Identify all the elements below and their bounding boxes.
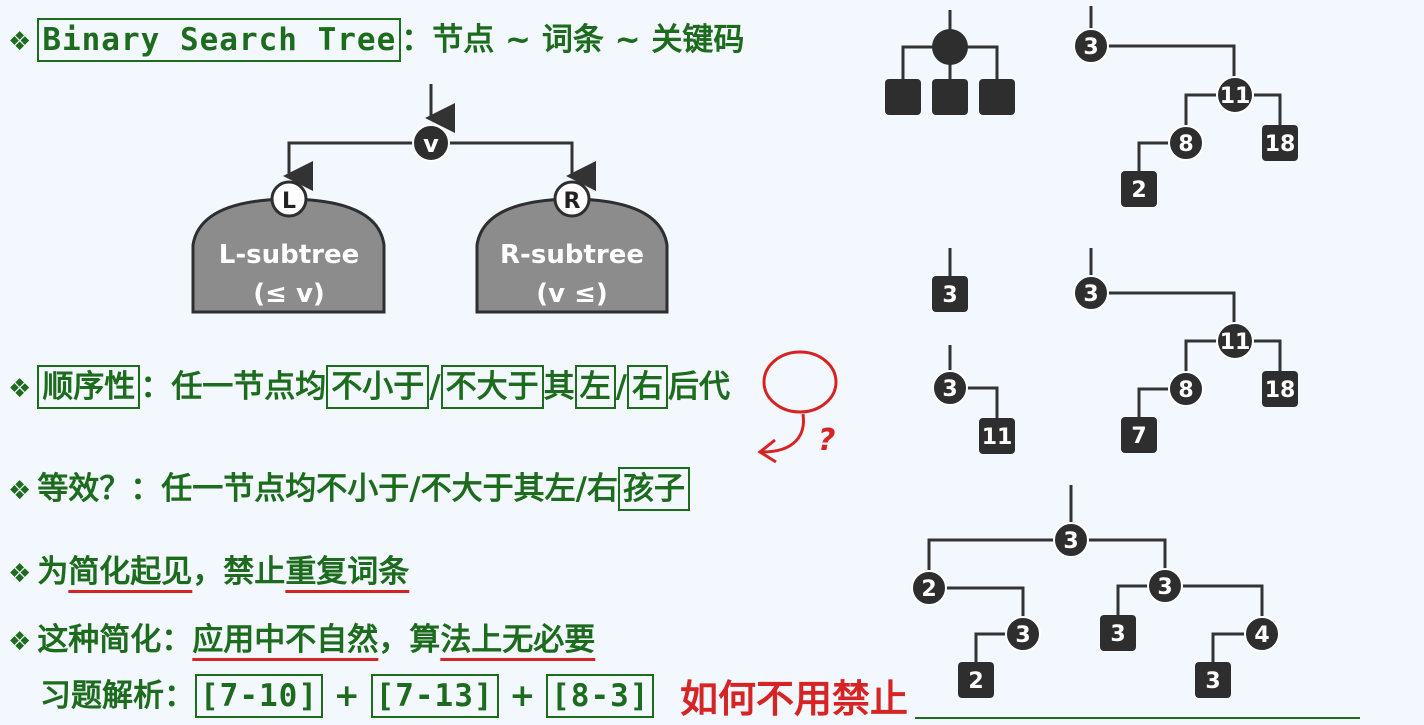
tree5-right-label: 3 (1157, 575, 1172, 600)
plus: + (333, 678, 360, 714)
tree5-left-node (911, 570, 947, 606)
equivalence-line: ❖等效？：任一节点均不小于/不大于其左/右孩子 (8, 463, 690, 511)
tree5-right-node (1147, 568, 1183, 604)
tree4-leaf-label: 7 (1131, 424, 1146, 449)
tree5-root-node (1053, 522, 1089, 558)
tree5-right-right-left-leaf (1195, 662, 1231, 698)
tree4-root-node (1073, 275, 1109, 311)
generic-node-icon (885, 10, 1015, 115)
term-order: 顺序性 (37, 365, 141, 409)
tree3-root-node (932, 370, 968, 406)
term-binary-search-tree: Binary Search Tree (37, 18, 402, 62)
slash: / (615, 369, 627, 405)
tree5-right-right-left-label: 3 (1205, 669, 1220, 694)
tree2-single-label: 3 (942, 283, 957, 308)
tree4-right-right-leaf (1262, 371, 1298, 407)
exercise-line: 习题解析：[7-10] + [7-13] + [8-3] (40, 670, 655, 718)
root-node-label: v (423, 130, 439, 158)
exercise-label: 习题解析： (40, 678, 195, 714)
plus: + (509, 678, 536, 714)
bullet-icon: ❖ (8, 627, 32, 657)
root-node-v (412, 124, 450, 162)
tree1-leaf-label: 2 (1131, 178, 1146, 203)
bullet-icon: ❖ (8, 27, 32, 57)
tree1-right-left-node (1168, 125, 1204, 161)
slash: / (429, 369, 441, 405)
box-children: 孩子 (617, 467, 690, 511)
tree1-right-node (1216, 76, 1254, 114)
tree5-right-left-label: 3 (1110, 622, 1125, 647)
tree4-leaf (1121, 417, 1157, 453)
box-not-greater: 不大于 (440, 365, 544, 409)
bullet-icon: ❖ (8, 476, 32, 506)
tree1-right-right-leaf (1262, 125, 1298, 161)
exercise-link-7-13[interactable]: [7-13] (370, 674, 499, 718)
left-badge-label: L (282, 189, 296, 214)
box-not-less: 不小于 (326, 365, 430, 409)
bullet-icon: ❖ (8, 559, 32, 589)
tree4-right-left-node (1168, 371, 1204, 407)
box-left: 左 (574, 365, 616, 409)
handwritten-annotations (757, 350, 838, 464)
right-subtree-title: R-subtree (500, 240, 644, 270)
text-duplicate-entries: 重复词条 (285, 554, 410, 590)
text-descendants: 后代 (667, 369, 730, 405)
text-unnecessary: 法上无必要 (440, 622, 596, 658)
tree5-left-label: 2 (921, 577, 936, 602)
separator: ： (401, 22, 433, 58)
left-badge (270, 180, 308, 218)
exercise-link-8-3[interactable]: [8-3] (546, 674, 655, 718)
tree1-root-label: 3 (1083, 35, 1098, 60)
bst-definition-line: ❖Binary Search Tree：节点 ~ 词条 ~ 关键码 (8, 14, 744, 62)
tree1-root-node (1073, 28, 1109, 64)
text-forbid: ，禁止 (192, 554, 286, 590)
tree5-right-right-node (1244, 616, 1280, 652)
text-its: 其 (543, 369, 575, 405)
tree1-right-right-label: 18 (1265, 132, 1296, 157)
tree5-left-right-left-label: 2 (968, 669, 983, 694)
text-any-node: 任一节点均 (171, 369, 327, 405)
bst-structure-diagram: v L R L-subtree (≤ v) R-subtree (v ≤) (191, 84, 669, 314)
tree4-right-node (1216, 322, 1254, 360)
tree1-leaf (1121, 171, 1157, 207)
tree3-child-label: 11 (982, 425, 1013, 450)
order-property-line: ❖顺序性：任一节点均不小于/不大于其左/右后代 (8, 361, 730, 409)
tree4-right-label: 11 (1220, 330, 1251, 355)
text-algorithm: ，算 (378, 622, 441, 658)
tree1-right-left-label: 8 (1178, 132, 1193, 157)
exercise-link-7-10[interactable]: [7-10] (195, 674, 323, 718)
tree3-child-leaf (979, 418, 1015, 454)
tree3-root-label: 3 (942, 377, 957, 402)
text-unnatural: 应用中不自然 (192, 622, 379, 658)
bullet-icon: ❖ (8, 374, 32, 404)
tree2-single-node (932, 276, 968, 312)
simplification-line: ❖为简化起见，禁止重复词条 (8, 546, 409, 591)
right-badge (553, 180, 591, 218)
separator: ： (140, 369, 172, 405)
right-subtree-condition: (v ≤) (536, 279, 608, 309)
text-this-simplify: 这种简化： (37, 622, 193, 658)
text-simplify: 简化起见 (68, 554, 193, 590)
tree1-right-label: 11 (1220, 84, 1251, 109)
tree5-right-left-leaf (1100, 615, 1136, 651)
tree4-root-label: 3 (1083, 282, 1098, 307)
equivalence-text: 等效？：任一节点均不小于/不大于其左/右 (37, 471, 618, 507)
tree4-right-right-label: 18 (1265, 378, 1296, 403)
tree5-right-right-label: 4 (1254, 623, 1269, 648)
handwritten-note: 如何不用禁止 (680, 677, 908, 721)
tree5-root-label: 3 (1063, 529, 1078, 554)
tree5-left-right-node (1005, 616, 1041, 652)
left-subtree-condition: (≤ v) (253, 279, 325, 309)
tree5-left-right-label: 3 (1015, 623, 1030, 648)
left-subtree-title: L-subtree (219, 240, 359, 270)
text-for: 为 (37, 554, 69, 590)
definition-text: 节点 ~ 词条 ~ 关键码 (432, 22, 745, 58)
box-right: 右 (626, 365, 668, 409)
unnatural-line: ❖这种简化：应用中不自然，算法上无必要 (8, 614, 595, 659)
tree4-right-left-label: 8 (1178, 378, 1193, 403)
right-badge-label: R (564, 189, 581, 214)
tree5-left-right-left-leaf (958, 662, 994, 698)
question-mark-annotation: ? (818, 423, 835, 458)
